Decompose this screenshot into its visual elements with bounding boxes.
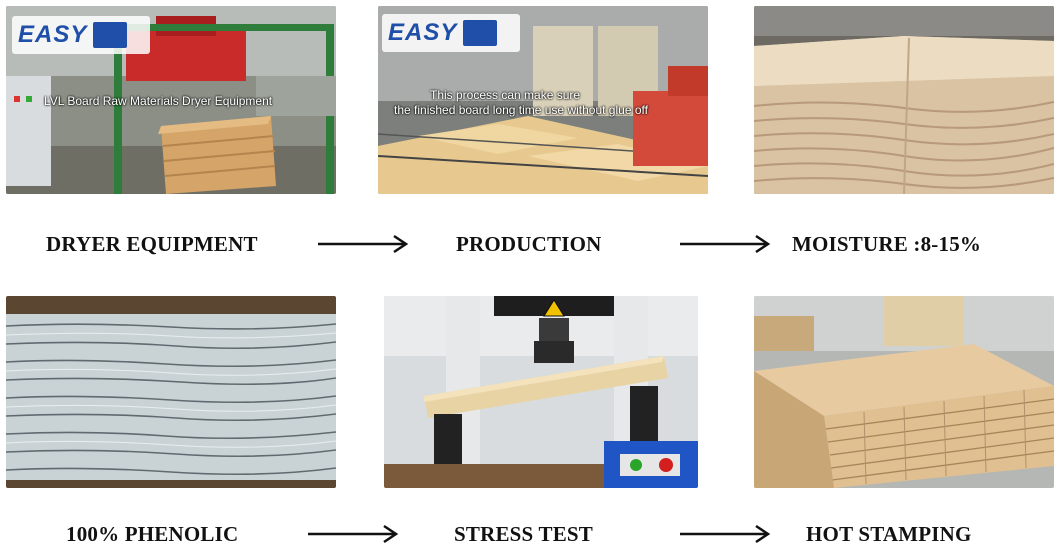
production-caption-line2: the finished board long time use without… [394, 103, 648, 117]
moisture-veneer-photo [754, 6, 1054, 194]
label-dryer-equipment: DRYER EQUIPMENT [46, 232, 258, 256]
label-moisture: MOISTURE :8-15% [792, 232, 982, 256]
production-caption-line1: This process can make sure [430, 88, 581, 102]
logo-emblem-icon [463, 20, 498, 46]
dryer-equipment-photo: EASY LVL Board Raw Materials Dryer Equip… [6, 6, 336, 194]
stress-test-photo [384, 296, 698, 488]
arrow-right-icon [318, 234, 412, 254]
arrow-right-icon [680, 524, 774, 544]
dryer-caption: LVL Board Raw Materials Dryer Equipment [44, 94, 273, 108]
hot-stamping-photo [754, 296, 1054, 488]
arrow-right-icon [308, 524, 402, 544]
arrow-right-icon [680, 234, 774, 254]
label-stress-test: STRESS TEST [454, 522, 593, 546]
label-production: PRODUCTION [456, 232, 602, 256]
label-phenolic: 100% PHENOLIC [66, 522, 239, 546]
logo-text: EASY [388, 19, 458, 46]
label-hot-stamping: HOT STAMPING [806, 522, 972, 546]
logo-emblem-icon [93, 22, 128, 48]
easy-logo: EASY [12, 16, 150, 54]
production-photo: EASY This process can make sure the fini… [378, 6, 708, 194]
easy-logo: EASY [382, 14, 520, 52]
phenolic-layers-photo [6, 296, 336, 488]
logo-text: EASY [18, 21, 88, 48]
